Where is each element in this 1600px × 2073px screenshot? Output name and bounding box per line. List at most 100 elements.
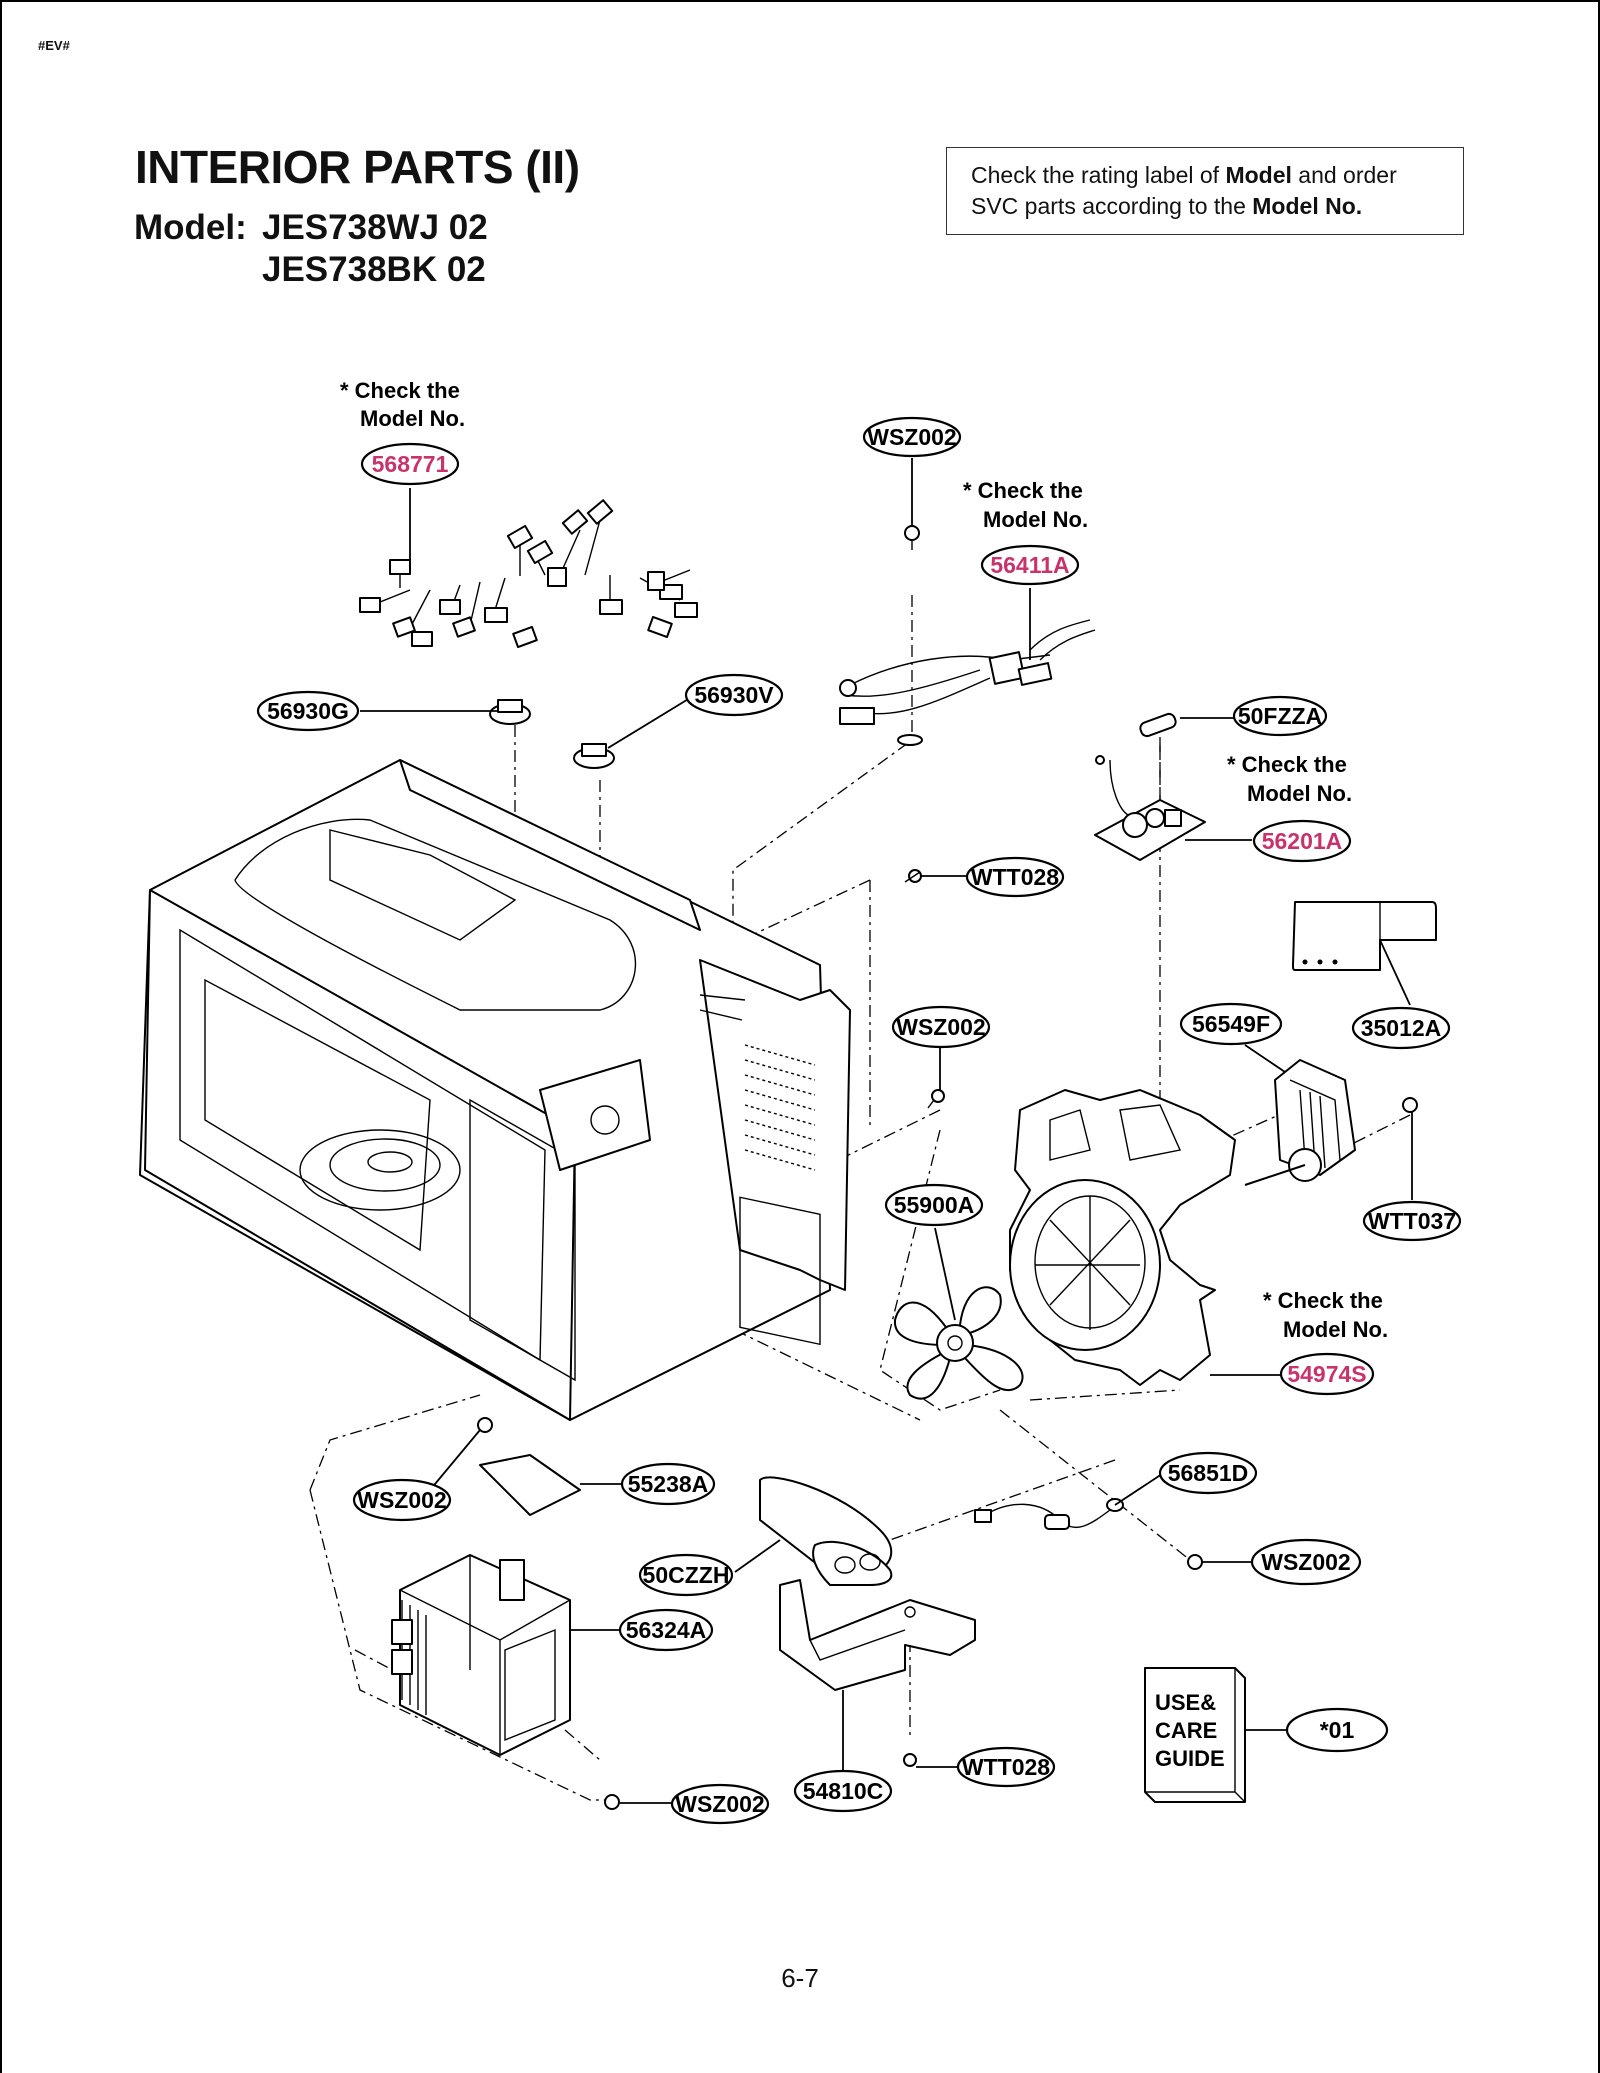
microwave-cavity-drawing xyxy=(139,759,851,1421)
guide-text-1: USE& xyxy=(1155,1690,1216,1715)
callout-ellipse xyxy=(684,673,784,717)
model-notice-box: Check the rating label of Model and orde… xyxy=(946,147,1464,235)
part-callout-wtt028: WTT028 xyxy=(965,856,1065,898)
part-callout-568771: 568771 xyxy=(360,442,460,486)
part-callout-50czzh: 50CZZH xyxy=(638,1553,734,1597)
page-title: INTERIOR PARTS (II) xyxy=(135,141,580,193)
callout-ellipse xyxy=(670,1783,770,1825)
callout-ellipse xyxy=(793,1769,893,1813)
model-label: Model: xyxy=(134,208,247,247)
part-number-label: 56201A xyxy=(1262,828,1343,854)
part-number-label: 56324A xyxy=(626,1617,707,1643)
part-callout-star01: *01 xyxy=(1285,1707,1389,1753)
frame-right-border xyxy=(1598,0,1600,2073)
callout-ellipse xyxy=(1250,1538,1362,1586)
callout-ellipse xyxy=(352,1478,452,1522)
screw-wtt028-top xyxy=(904,869,970,883)
part-number-label: WSZ002 xyxy=(357,1487,446,1513)
screw-wsz002-right xyxy=(1187,1554,1252,1570)
thermostat-56930G xyxy=(360,699,531,725)
note-1-line-1: * Check the xyxy=(340,378,460,403)
part-callout-56324a: 56324A xyxy=(618,1608,714,1652)
part-callout-56930g: 56930G xyxy=(256,690,360,732)
callout-ellipse xyxy=(1179,1002,1283,1046)
callout-ellipse xyxy=(638,1553,734,1597)
corner-tag: #EV# xyxy=(38,38,70,53)
page-number: 6-7 xyxy=(781,1963,819,1993)
air-guide-54974S xyxy=(1009,1089,1287,1386)
screw-wtt037 xyxy=(1402,1097,1418,1200)
model-check-notes: * Check the Model No. * Check the Model … xyxy=(340,378,1388,1342)
part-number-label: 54810C xyxy=(803,1778,884,1804)
screw-wsz002-middle xyxy=(927,1048,945,1109)
fan-motor-56549F xyxy=(1244,1044,1356,1186)
callout-ellipse xyxy=(360,442,460,486)
part-callout-wsz002: WSZ002 xyxy=(862,416,962,458)
part-callout-wsz002: WSZ002 xyxy=(352,1478,452,1522)
bracket-54810C xyxy=(779,1579,976,1775)
use-care-guide-book: USE& CARE GUIDE xyxy=(1144,1667,1287,1803)
callout-ellipse xyxy=(620,1462,716,1506)
fuse-50FZZA xyxy=(1139,712,1237,738)
callout-ellipse xyxy=(965,856,1065,898)
part-number-label: WTT028 xyxy=(971,864,1059,890)
callout-ellipse xyxy=(1252,819,1352,863)
callout-ellipse xyxy=(1362,1200,1462,1242)
screw-wsz002-bottom xyxy=(604,1794,675,1810)
part-callout-54810c: 54810C xyxy=(793,1769,893,1813)
model-number-1: JES738WJ 02 xyxy=(262,208,488,247)
vent-holes xyxy=(744,1044,816,1171)
part-callout-wtt037: WTT037 xyxy=(1362,1200,1462,1242)
part-number-label: *01 xyxy=(1320,1717,1355,1743)
part-number-label: 56851D xyxy=(1168,1460,1249,1486)
noise-filter-56201A xyxy=(1094,755,1252,861)
part-number-label: 56930G xyxy=(267,698,349,724)
frame-top-border xyxy=(0,0,1600,2)
callout-ellipse xyxy=(1158,1451,1258,1495)
part-callout-35012a: 35012A xyxy=(1351,1006,1451,1050)
part-number-label: 55238A xyxy=(628,1471,709,1497)
part-callout-50fzza: 50FZZA xyxy=(1232,695,1328,737)
note-2-line-1: * Check the xyxy=(963,478,1083,503)
part-number-label: 54974S xyxy=(1287,1361,1366,1387)
model-number-2: JES738BK 02 xyxy=(262,250,486,289)
part-callout-56411a: 56411A xyxy=(980,544,1080,586)
callout-ellipse xyxy=(256,690,360,732)
callout-ellipse xyxy=(884,1183,984,1227)
part-number-label: WSZ002 xyxy=(675,1791,764,1817)
part-callout-54974s: 54974S xyxy=(1279,1352,1375,1396)
part-callout-56201a: 56201A xyxy=(1252,819,1352,863)
part-callouts: 568771WSZ00256411A56930G56930V50FZZA5620… xyxy=(256,416,1462,1825)
part-number-label: 50FZZA xyxy=(1238,703,1322,729)
plate-55238A xyxy=(479,1454,622,1516)
part-callout-56851d: 56851D xyxy=(1158,1451,1258,1495)
part-number-label: 56411A xyxy=(990,552,1069,578)
guide-text-2: CARE xyxy=(1155,1718,1217,1743)
callout-ellipse xyxy=(980,544,1080,586)
part-number-label: 56930V xyxy=(694,682,774,708)
callout-ellipse xyxy=(891,1005,991,1049)
wire-harness-drawing xyxy=(359,488,701,648)
screw-wsz002-lower xyxy=(429,1417,493,1491)
callout-ellipse xyxy=(1285,1707,1389,1753)
part-number-label: 568771 xyxy=(372,451,449,477)
part-callout-55900a: 55900A xyxy=(884,1183,984,1227)
callout-ellipse xyxy=(1279,1352,1375,1396)
screw-top-wsz002 xyxy=(904,458,920,550)
note-2-line-2: Model No. xyxy=(983,507,1088,532)
part-number-label: 35012A xyxy=(1361,1015,1442,1041)
part-callout-wsz002: WSZ002 xyxy=(670,1783,770,1825)
part-callout-56549f: 56549F xyxy=(1179,1002,1283,1046)
part-number-label: 55900A xyxy=(894,1192,975,1218)
cover-35012A xyxy=(1292,901,1437,1006)
note-4-line-2: Model No. xyxy=(1283,1317,1388,1342)
notice-line-2: SVC parts according to the Model No. xyxy=(971,193,1363,219)
notice-line-1: Check the rating label of Model and orde… xyxy=(971,162,1397,188)
callout-ellipse xyxy=(618,1608,714,1652)
callout-ellipse xyxy=(862,416,962,458)
wire-56851D xyxy=(974,1473,1163,1530)
callout-ellipse xyxy=(1351,1006,1451,1050)
part-number-label: WSZ002 xyxy=(896,1014,985,1040)
